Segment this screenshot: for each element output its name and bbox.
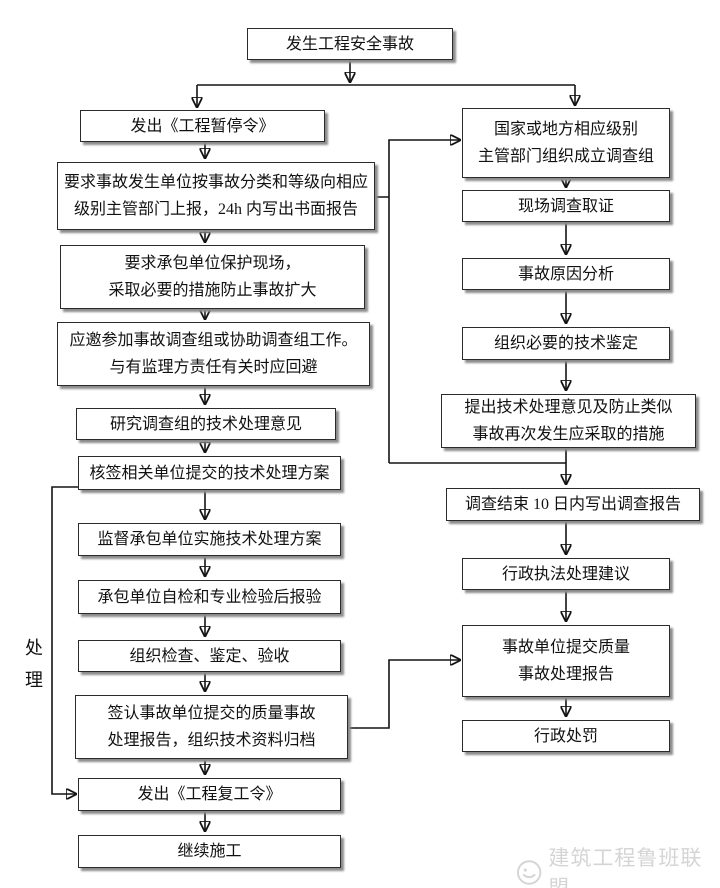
node-sign-report-archive: 签认事故单位提交的质量事故 处理报告，组织技术资料归档 <box>75 695 348 759</box>
node-issue-resume-order: 发出《工程复工令》 <box>78 778 341 811</box>
node-join-investigation-team: 应邀参加事故调查组或协助调查组工作。 与有监理方责任有关时应回避 <box>57 322 370 386</box>
node-investigation-report-10-days: 调查结束 10 日内写出调查报告 <box>446 488 700 521</box>
handling-phase-bracket <box>51 486 78 794</box>
report-to-investigation-connector <box>375 140 566 464</box>
node-accident-unit-submit-report: 事故单位提交质量 事故处理报告 <box>462 625 670 697</box>
watermark-text: 建筑工程鲁班联盟 <box>548 846 703 888</box>
node-supervise-implementation: 监督承包单位实施技术处理方案 <box>78 523 341 556</box>
node-authority-form-investigation-team: 国家或地方相应级别 主管部门组织成立调查组 <box>462 108 670 178</box>
node-site-investigation: 现场调查取证 <box>462 190 670 222</box>
phase-label-handling: 处理 <box>23 638 43 702</box>
node-administrative-penalty: 行政处罚 <box>462 720 670 752</box>
node-report-within-24h: 要求事故发生单位按事故分类和等级向相应 级别主管部门上报，24h 内写出书面报告 <box>57 162 375 230</box>
watermark: 建筑工程鲁班联盟 <box>516 842 720 888</box>
node-contractor-self-inspection: 承包单位自检和专业检验后报验 <box>78 580 341 614</box>
node-protect-site: 要求承包单位保护现场， 采取必要的措施防止事故扩大 <box>60 245 365 309</box>
node-continue-construction: 继续施工 <box>78 835 341 868</box>
luban-alliance-logo-icon <box>516 859 542 885</box>
node-organize-inspection-acceptance: 组织检查、鉴定、验收 <box>78 640 341 672</box>
node-technical-appraisal: 组织必要的技术鉴定 <box>462 327 670 360</box>
node-study-technical-opinion: 研究调查组的技术处理意见 <box>76 408 336 440</box>
node-propose-technical-opinions: 提出技术处理意见及防止类似 事故再次发生应采取的措施 <box>441 394 696 448</box>
archive-to-report-connector <box>348 660 460 729</box>
node-accident-occurs: 发生工程安全事故 <box>247 28 453 60</box>
node-enforcement-suggestion: 行政执法处理建议 <box>462 558 670 590</box>
split-connector <box>197 60 575 107</box>
node-countersign-technical-plan: 核签相关单位提交的技术处理方案 <box>78 456 341 490</box>
node-issue-stop-order: 发出《工程暂停令》 <box>80 110 325 142</box>
node-cause-analysis: 事故原因分析 <box>462 258 670 290</box>
